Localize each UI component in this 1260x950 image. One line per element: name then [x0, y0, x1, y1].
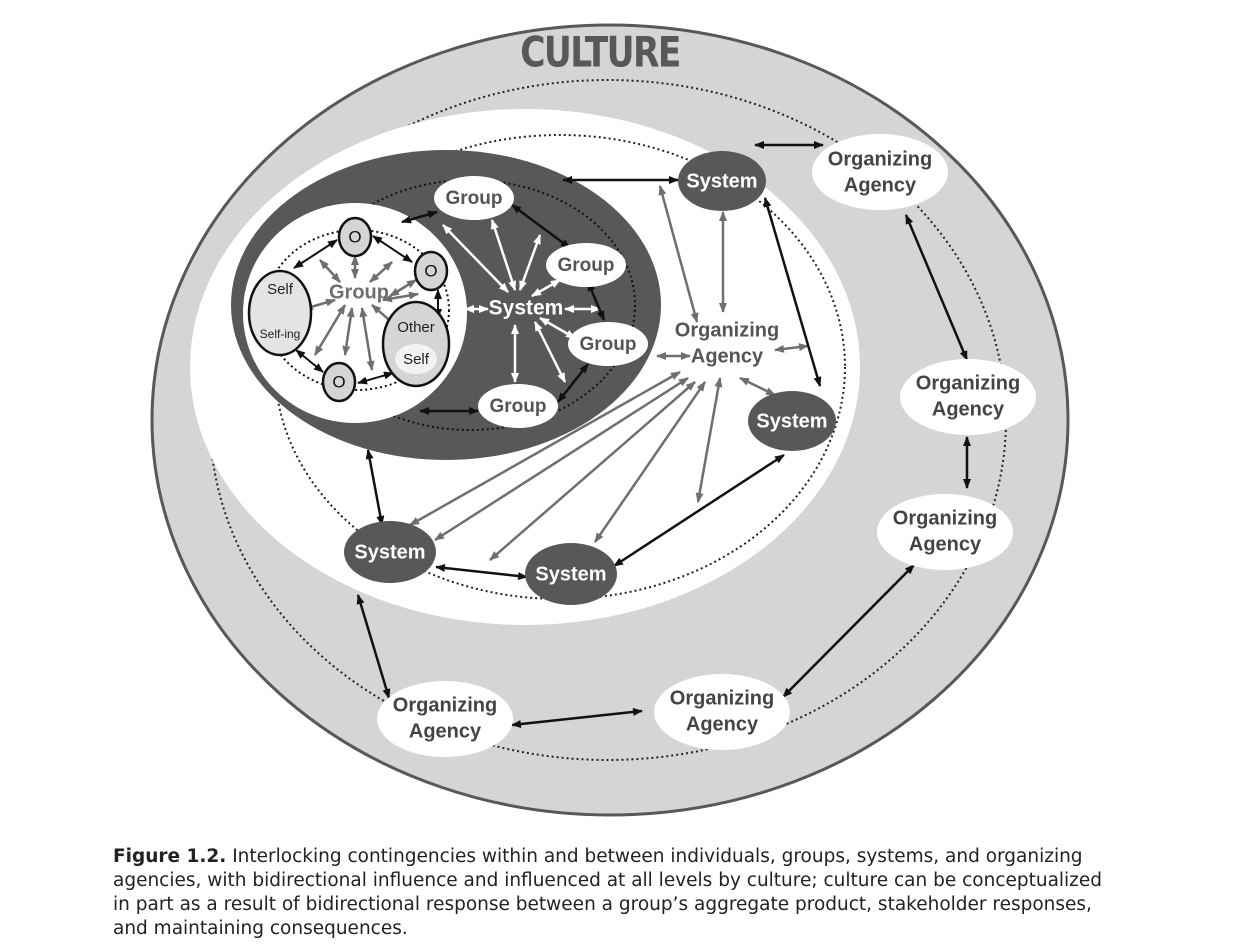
agency-label-line1: Organizing [893, 507, 997, 529]
system-node-4: System [525, 543, 617, 605]
organizing-agency-node-5: Organizing Agency [377, 681, 513, 757]
organizing-agency-node-2: Organizing Agency [900, 359, 1036, 435]
other-self-label: Self [403, 351, 430, 368]
system-gray-arrows [409, 185, 809, 561]
other-label: Other [397, 319, 435, 336]
agency-label-line2: Agency [409, 720, 482, 742]
agency-label-line2: Agency [844, 174, 917, 196]
agency-label-line2: Agency [932, 398, 1005, 420]
figure-caption: Figure 1.2. Interlocking contingencies w… [113, 845, 1113, 941]
agency-label-line1: Organizing [670, 687, 774, 709]
agency-label-line1: Organizing [393, 694, 497, 716]
agency-label-line2: Agency [909, 533, 982, 555]
culture-diagram: CULTURE [150, 23, 1070, 817]
o-node-2: O [413, 250, 449, 292]
culture-title: CULTURE [520, 28, 679, 77]
o-label: O [348, 227, 361, 246]
inner-black-arrows [293, 235, 442, 385]
agency-label-line1: Organizing [828, 148, 932, 170]
group-label: Group [490, 396, 547, 417]
inner-arrows [303, 255, 419, 371]
system-label: System [354, 541, 425, 563]
o-node-3: O [321, 361, 357, 403]
group-node-3: Group [568, 322, 648, 366]
system-label: System [756, 410, 827, 432]
self-label: Self [267, 281, 294, 298]
system-node-3: System [344, 521, 436, 583]
o-label: O [332, 372, 345, 391]
self-ing-label: Self-ing [260, 327, 301, 341]
agency-label-line1: Organizing [916, 372, 1020, 394]
agency-label-line2: Agency [691, 345, 764, 367]
system-label-center: System [489, 297, 564, 320]
o-label: O [424, 261, 437, 280]
system-node-2: System [748, 391, 836, 451]
organizing-agency-node-3: Organizing Agency [877, 494, 1013, 570]
system-label: System [535, 563, 606, 585]
self-node: Self Self-ing [247, 269, 313, 357]
group-label: Group [580, 334, 637, 355]
caption-text: Interlocking contingencies within and be… [113, 846, 1103, 939]
organizing-agency-node-center: Organizing Agency [675, 319, 779, 367]
agency-label-line1: Organizing [675, 319, 779, 341]
group-node-1: Group [434, 176, 514, 220]
group-node-2: Group [546, 243, 626, 287]
group-label: Group [446, 188, 503, 209]
caption-label: Figure 1.2. [113, 846, 227, 867]
o-node-1: O [337, 216, 373, 258]
group-label-inner: Group [329, 281, 389, 303]
group-node-4: Group [478, 384, 558, 428]
organizing-agency-node-1: Organizing Agency [812, 134, 948, 210]
group-label: Group [558, 255, 615, 276]
other-node: Other Self [381, 300, 451, 388]
system-node-1: System [678, 151, 766, 211]
system-black-arrows [365, 176, 822, 580]
organizing-agency-node-4: Organizing Agency [654, 674, 790, 750]
system-label: System [686, 170, 757, 192]
agency-black-arrows [356, 141, 971, 729]
agency-label-line2: Agency [686, 713, 759, 735]
